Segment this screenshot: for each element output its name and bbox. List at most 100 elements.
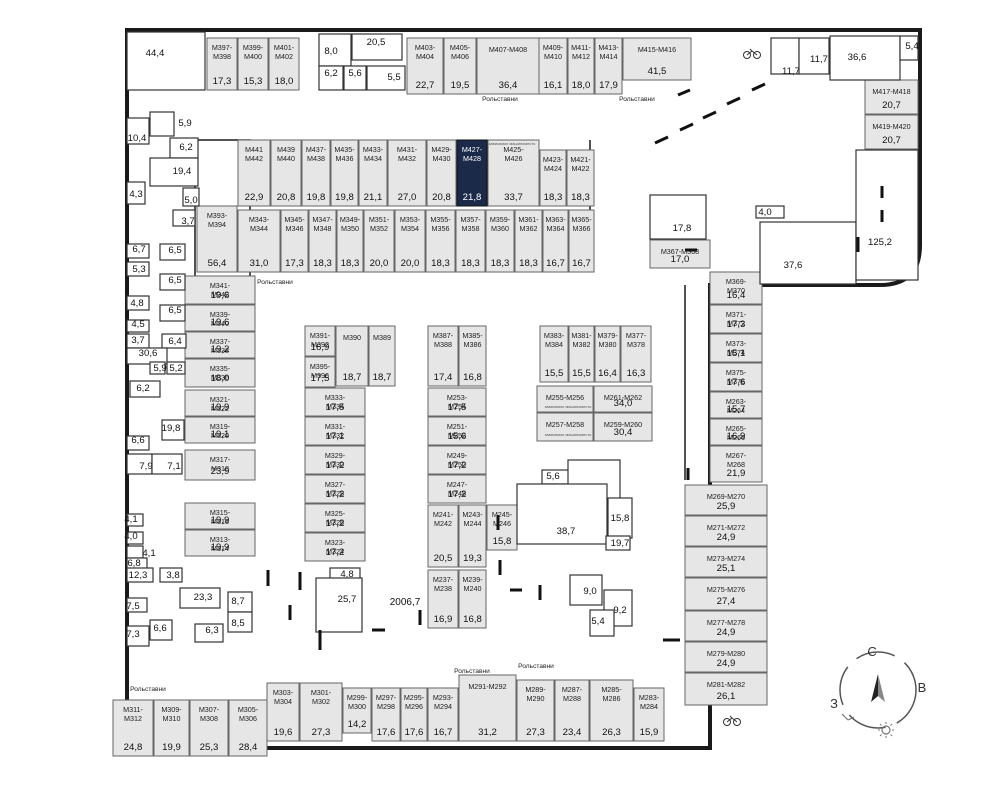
parking-space-shape[interactable] [237, 37, 269, 91]
parking-space-shape[interactable] [184, 275, 256, 305]
parking-space-shape[interactable] [594, 325, 621, 383]
parking-space-m255-m256[interactable]: M255-M256 [536, 385, 594, 413]
parking-space-shape[interactable] [709, 445, 763, 483]
parking-space-shape[interactable] [709, 362, 763, 392]
parking-space-shape[interactable] [400, 687, 428, 742]
parking-space-shape[interactable] [684, 515, 768, 547]
parking-space-shape[interactable] [184, 389, 256, 417]
parking-space-shape[interactable] [394, 209, 426, 273]
parking-space-shape[interactable] [427, 474, 487, 504]
parking-space-shape[interactable] [184, 529, 256, 557]
parking-space-shape[interactable] [589, 679, 634, 742]
parking-space-shape[interactable] [425, 209, 456, 273]
parking-space-shape[interactable] [206, 37, 238, 91]
parking-space-shape[interactable] [196, 205, 238, 273]
parking-space-shape[interactable] [486, 504, 518, 551]
parking-space-shape[interactable] [684, 610, 768, 642]
parking-space-shape[interactable] [335, 325, 369, 387]
parking-space-shape[interactable] [189, 699, 229, 757]
parking-space-shape[interactable] [427, 569, 459, 629]
parking-space-shape[interactable] [593, 412, 653, 442]
parking-space-shape[interactable] [266, 682, 300, 742]
parking-space-shape[interactable] [538, 37, 568, 95]
parking-space-shape[interactable] [684, 641, 768, 673]
parking-space-shape[interactable] [684, 484, 768, 516]
parking-space-shape[interactable] [622, 37, 692, 81]
parking-space-shape[interactable] [539, 149, 567, 207]
parking-space-shape[interactable] [427, 387, 487, 417]
parking-space-shape[interactable] [237, 209, 281, 273]
parking-space-shape[interactable] [304, 325, 336, 357]
parking-space-shape[interactable] [536, 412, 594, 442]
parking-space-shape[interactable] [363, 209, 395, 273]
parking-space-shape[interactable] [516, 679, 555, 742]
parking-space-shape[interactable] [709, 271, 763, 305]
parking-space-shape[interactable] [443, 37, 477, 95]
parking-space-shape[interactable] [301, 139, 331, 207]
parking-space-shape[interactable] [427, 445, 487, 475]
parking-space-shape[interactable] [864, 79, 919, 115]
parking-space-shape[interactable] [304, 416, 366, 446]
parking-space-shape[interactable] [455, 209, 486, 273]
parking-space-shape[interactable] [684, 672, 768, 706]
parking-space-shape[interactable] [633, 687, 665, 742]
parking-space-shape[interactable] [567, 37, 595, 95]
parking-space-shape[interactable] [514, 209, 543, 273]
parking-space-shape[interactable] [427, 416, 487, 446]
parking-space-shape[interactable] [406, 37, 444, 95]
parking-space-shape[interactable] [304, 474, 366, 504]
